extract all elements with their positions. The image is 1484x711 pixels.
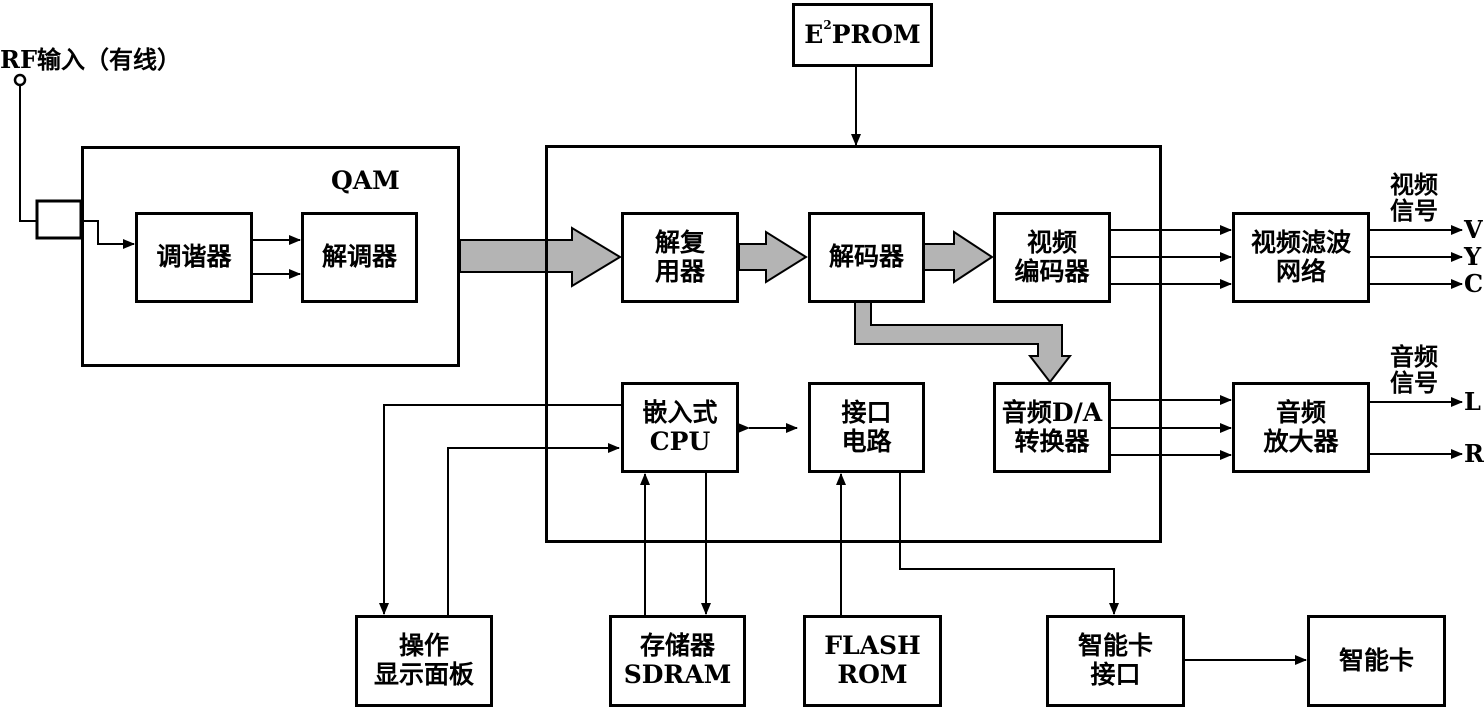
panel-block: 操作 显示面板 bbox=[355, 615, 493, 707]
interface-label-line1: 接口 bbox=[841, 397, 892, 427]
audio-pin-r: R bbox=[1464, 439, 1484, 468]
rf-input-label: RF输入（有线） bbox=[0, 45, 181, 74]
video-filter-label-line2: 网络 bbox=[1275, 256, 1326, 286]
sdram-label-line1: 存储器 bbox=[639, 631, 715, 661]
video-signal-label: 视频 信号 bbox=[1390, 170, 1438, 226]
demodulator-block: 解调器 bbox=[301, 212, 418, 303]
audio-dac-block: 音频D/A 转换器 bbox=[993, 382, 1111, 473]
audio-dac-label-line2: 转换器 bbox=[1014, 426, 1090, 456]
interface-to-card-interface-arrow bbox=[899, 472, 1119, 615]
audio-signal-label: 音频 信号 bbox=[1390, 342, 1438, 398]
video-pin-c: C bbox=[1464, 269, 1484, 298]
eeprom-block: E2PROM bbox=[792, 3, 933, 67]
demux-to-decoder-flow-arrow bbox=[738, 230, 808, 284]
rf-connector bbox=[35, 199, 83, 240]
demux-label-line1: 解复 bbox=[654, 227, 705, 257]
audio-amp-label-line2: 放大器 bbox=[1263, 426, 1339, 456]
flash-rom-block: FLASH ROM bbox=[803, 615, 942, 707]
card-interface-label-line2: 接口 bbox=[1090, 660, 1141, 689]
demodulator-label: 解调器 bbox=[321, 242, 397, 272]
smart-card-label: 智能卡 bbox=[1338, 645, 1414, 675]
interface-label-line2: 电路 bbox=[841, 426, 892, 456]
video-pin-v: V bbox=[1464, 215, 1483, 244]
decoder-chip-frame bbox=[545, 145, 1162, 543]
flash-label-line1: FLASH bbox=[824, 631, 921, 661]
demux-block: 解复 用器 bbox=[621, 212, 739, 303]
rf-to-tuner-arrow bbox=[81, 220, 135, 249]
panel-label-line1: 操作 bbox=[398, 631, 449, 661]
sdram-label-line2: SDRAM bbox=[623, 660, 732, 689]
qam-to-demux-flow-arrow bbox=[459, 226, 622, 288]
video-encoder-label-line1: 视频 bbox=[1026, 227, 1077, 257]
rf-input-terminal bbox=[13, 73, 27, 87]
cpu-label-line1: 嵌入式 bbox=[642, 397, 718, 427]
sdram-block: 存储器 SDRAM bbox=[609, 615, 746, 707]
audio-amplifier-block: 音频 放大器 bbox=[1232, 382, 1370, 473]
decoder-to-encoder-flow-arrow bbox=[923, 230, 994, 284]
card-interface-label-line1: 智能卡 bbox=[1077, 631, 1153, 661]
video-filter-block: 视频滤波 网络 bbox=[1232, 212, 1370, 303]
video-encoder-block: 视频 编码器 bbox=[993, 212, 1111, 303]
video-encoder-label-line2: 编码器 bbox=[1014, 256, 1090, 286]
rf-input-line bbox=[19, 85, 37, 222]
audio-dac-label-line1: 音频D/A bbox=[1001, 397, 1103, 427]
audio-pin-l: L bbox=[1464, 387, 1481, 416]
tuner-label: 调谐器 bbox=[156, 242, 232, 272]
qam-title: QAM bbox=[331, 166, 400, 195]
tuner-block: 调谐器 bbox=[135, 212, 253, 303]
audio-amp-label-line1: 音频 bbox=[1275, 397, 1326, 427]
video-filter-label-line1: 视频滤波 bbox=[1250, 227, 1351, 257]
cpu-label-line2: CPU bbox=[649, 426, 711, 456]
cpu-block: 嵌入式 CPU bbox=[621, 382, 739, 473]
video-pin-y: Y bbox=[1464, 242, 1482, 271]
decoder-label: 解码器 bbox=[828, 242, 904, 272]
smart-card-block: 智能卡 bbox=[1307, 615, 1446, 707]
eeprom-label: E2PROM bbox=[804, 17, 921, 49]
card-interface-block: 智能卡 接口 bbox=[1046, 615, 1185, 707]
demux-label-line2: 用器 bbox=[654, 256, 705, 286]
panel-label-line2: 显示面板 bbox=[373, 660, 474, 689]
cpu-to-panel-arrow bbox=[379, 404, 622, 615]
decoder-to-audio-dac-flow-arrow bbox=[854, 301, 1073, 384]
decoder-block: 解码器 bbox=[808, 212, 925, 303]
qam-module-frame bbox=[81, 146, 460, 367]
flash-label-line2: ROM bbox=[837, 660, 908, 689]
panel-to-cpu-arrow bbox=[447, 443, 620, 616]
interface-circuit-block: 接口 电路 bbox=[808, 382, 925, 473]
